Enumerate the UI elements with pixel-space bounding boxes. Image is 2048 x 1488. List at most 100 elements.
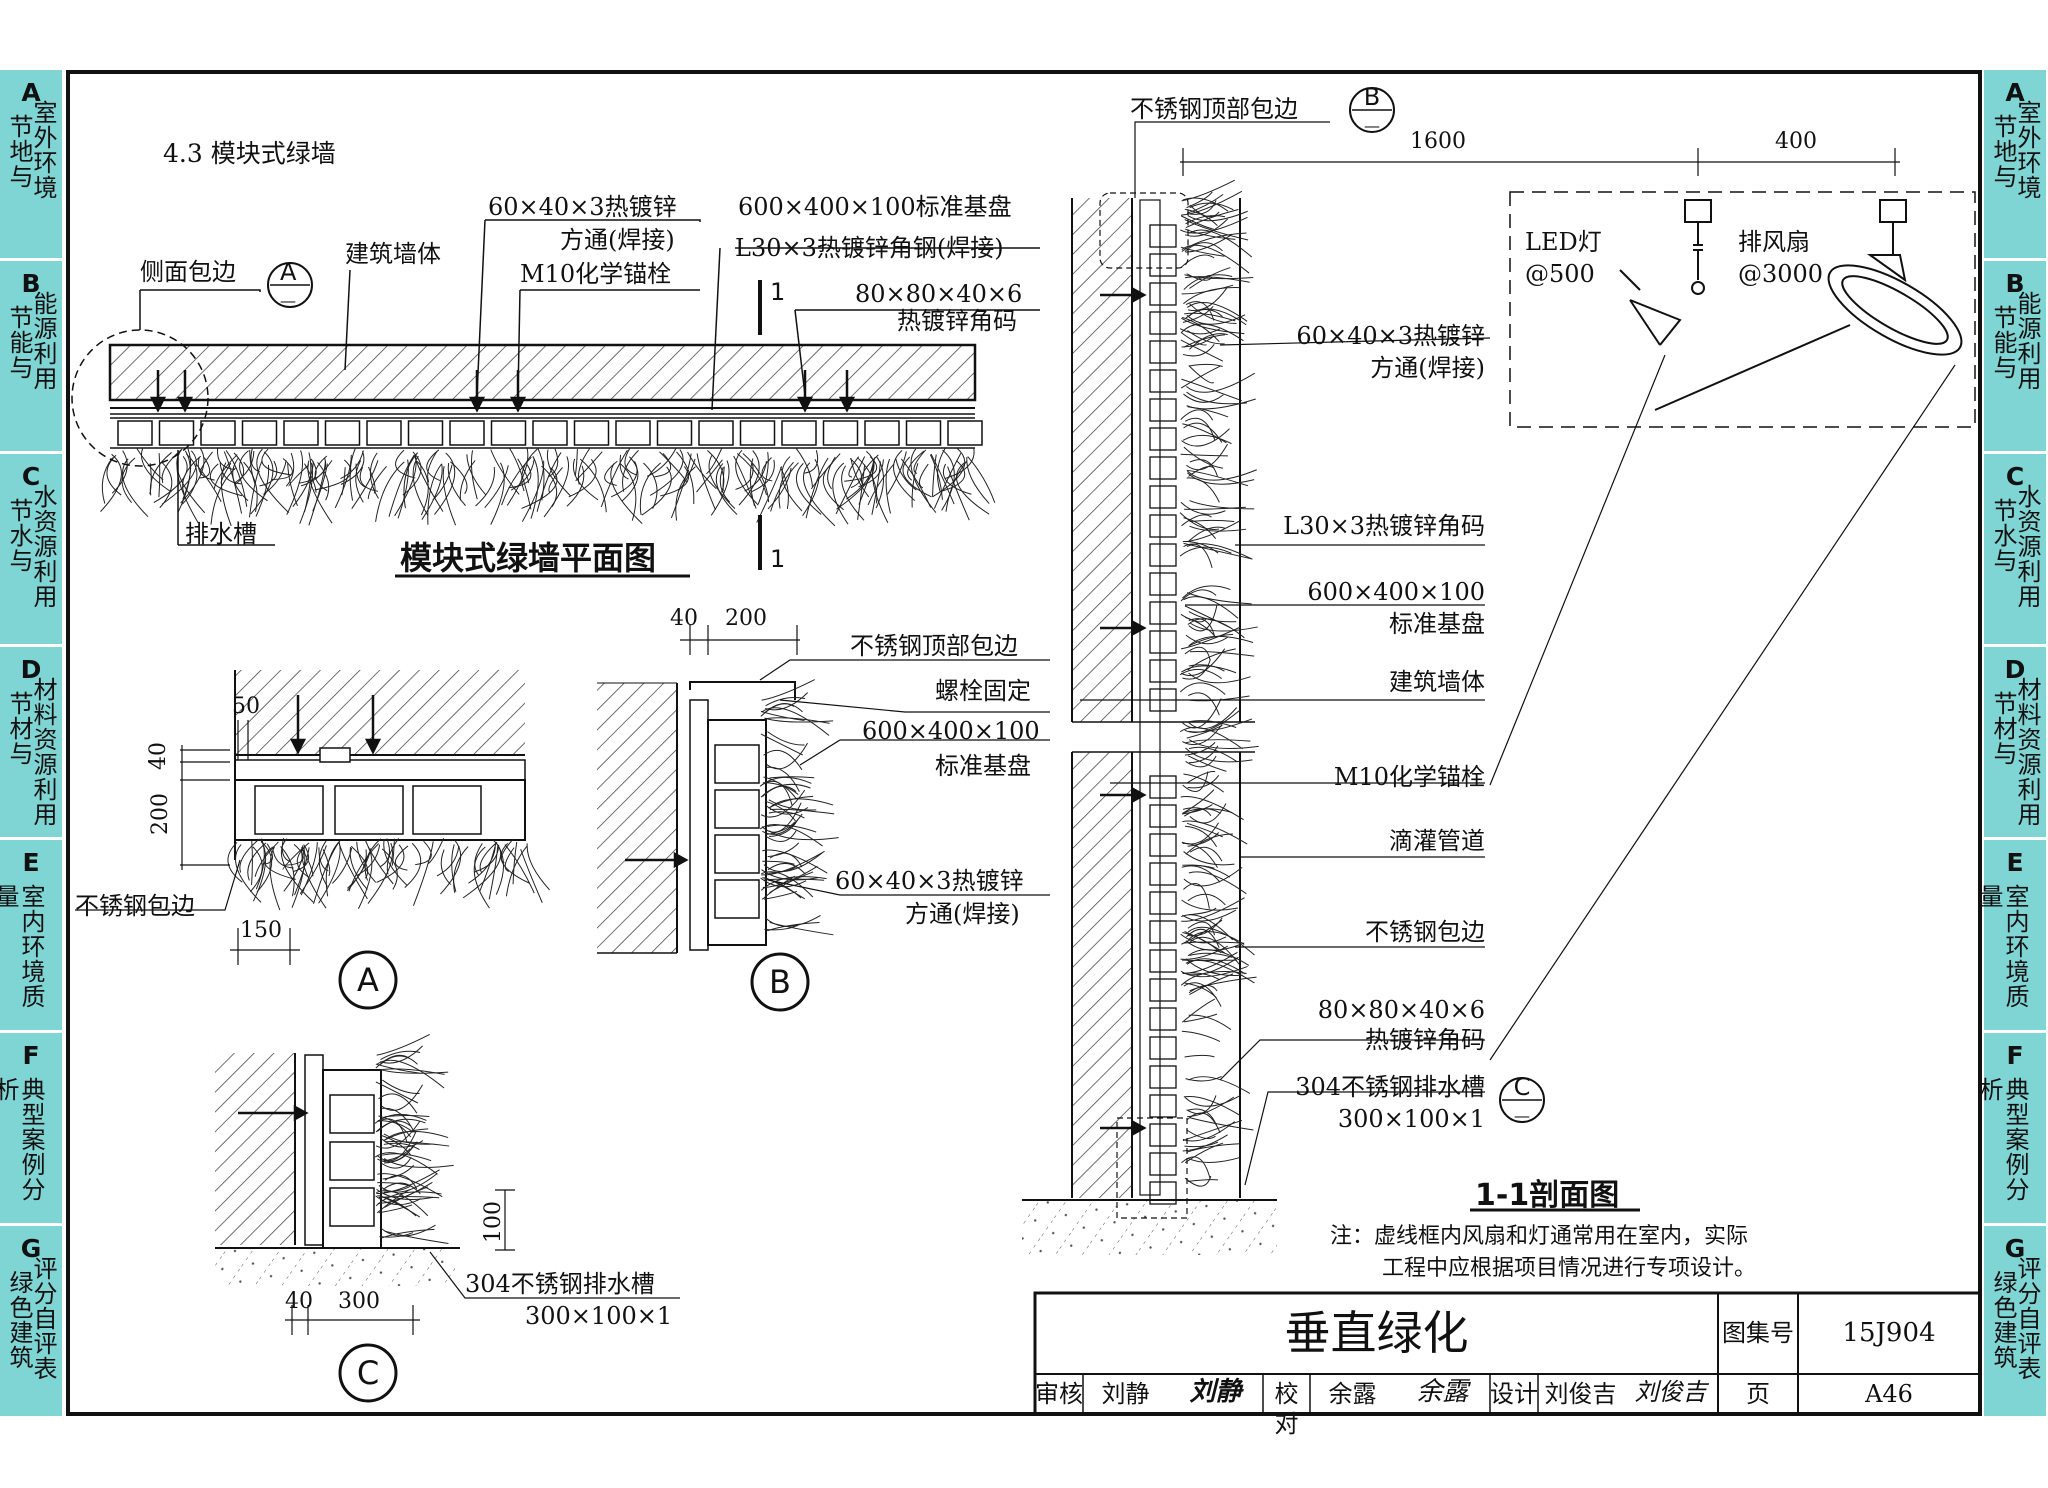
grass-blade xyxy=(760,876,827,891)
checker-name: 余露 xyxy=(1328,1380,1377,1408)
side-tab-g[interactable]: G 绿色建筑 评分自评表 xyxy=(0,1226,62,1419)
grass-blade xyxy=(382,1164,415,1180)
grass-blade xyxy=(1181,865,1221,883)
grass-blade xyxy=(763,890,798,900)
grass-blade xyxy=(764,924,799,931)
grass-blade xyxy=(227,841,243,883)
label-b-top-edge: 不锈钢顶部包边 xyxy=(850,632,1018,660)
side-tab-d[interactable]: D 节材与 材料资源利用 xyxy=(0,647,62,840)
grass-blade xyxy=(351,460,379,509)
grass-blade xyxy=(761,850,825,876)
grass-blade xyxy=(459,460,476,501)
grass-blade xyxy=(1180,365,1221,389)
grass-blade xyxy=(136,448,164,481)
label-wall: 建筑墙体 xyxy=(345,240,441,268)
grass-blade xyxy=(375,1120,421,1149)
grass-blade xyxy=(436,845,460,877)
grass-blade xyxy=(1179,668,1222,679)
grass-blade xyxy=(767,824,817,833)
grass-blade xyxy=(427,463,443,525)
tab-letter: E xyxy=(2006,848,2024,877)
grass-blade xyxy=(402,451,422,496)
grass-blade xyxy=(1181,698,1222,729)
grass-blade xyxy=(500,843,530,884)
section-cell xyxy=(1149,601,1177,625)
side-tab-a[interactable]: A 节地与 室外环境 xyxy=(0,70,62,261)
side-tab-b[interactable]: B 节能与 能源利用 xyxy=(0,261,62,454)
grass-blade xyxy=(1189,200,1217,215)
grass-blade xyxy=(766,766,800,792)
grass-blade xyxy=(378,1093,418,1114)
grass-blade xyxy=(619,462,637,521)
grass-blade xyxy=(1181,323,1244,342)
sec-led-spacing: @500 xyxy=(1525,260,1595,288)
grass-blade xyxy=(1186,191,1213,209)
plan-module xyxy=(615,420,651,446)
grass-blade xyxy=(575,451,603,482)
section-cell xyxy=(1149,775,1177,799)
grass-blade xyxy=(956,462,990,515)
grass-blade xyxy=(779,467,789,510)
grass-blade xyxy=(1186,314,1246,325)
side-tab-b-right[interactable]: B 节能与 能源利用 xyxy=(1984,261,2046,454)
grass-blade xyxy=(325,840,341,897)
grass-blade xyxy=(468,846,496,884)
grass-blade xyxy=(1181,244,1250,274)
grass-blade xyxy=(488,846,499,900)
grass-blade xyxy=(377,1195,417,1217)
grass-blade xyxy=(1189,500,1255,510)
grass-blade xyxy=(764,717,834,723)
grass-blade xyxy=(736,453,767,496)
grass-blade xyxy=(313,841,340,905)
grass-blade xyxy=(349,447,356,501)
sec-label-top-edge: 不锈钢顶部包边 xyxy=(1130,95,1298,123)
side-tab-d-right[interactable]: D 节材与 材料资源利用 xyxy=(1984,647,2046,840)
tab-letter: B xyxy=(2005,269,2025,298)
dim-c-40: 40 xyxy=(285,1289,313,1314)
side-tab-c[interactable]: C 节水与 水资源利用 xyxy=(0,454,62,647)
atlas-label: 图集号 xyxy=(1722,1319,1794,1347)
grass-blade xyxy=(1180,589,1217,602)
grass-blade xyxy=(158,453,161,498)
grass-blade xyxy=(1181,514,1212,527)
side-tab-a-right[interactable]: A 节地与 室外环境 xyxy=(1984,70,2046,261)
section-cell xyxy=(1149,891,1177,915)
grass-blade xyxy=(568,459,597,498)
grass-blade xyxy=(1181,804,1213,815)
grass-blade xyxy=(317,462,330,501)
grass-blade xyxy=(427,450,438,483)
grass-blade xyxy=(641,466,672,516)
grass-blade xyxy=(967,456,996,503)
grass-blade xyxy=(902,456,932,498)
grass-blade xyxy=(367,465,387,499)
side-tab-e-right[interactable]: E 室内环境质量 xyxy=(1975,840,2046,1033)
grass-blade xyxy=(453,846,469,893)
grass-blade xyxy=(1182,316,1220,343)
grass-blade xyxy=(543,456,570,518)
grass-blade xyxy=(941,449,955,511)
grass-blade xyxy=(1181,665,1237,674)
grass-blade xyxy=(225,450,248,507)
grass-blade xyxy=(1183,866,1243,887)
grass-blade xyxy=(1185,940,1241,951)
side-tab-e[interactable]: E 室内环境质量 xyxy=(0,840,62,1033)
tab-text-2: 室外环境 xyxy=(2013,100,2041,200)
grass-blade xyxy=(380,1157,412,1169)
grass-blade xyxy=(500,838,514,864)
grass-blade xyxy=(512,841,518,885)
grass-blade xyxy=(795,448,813,487)
grass-blade xyxy=(1186,822,1224,838)
grass-blade xyxy=(223,451,243,514)
grass-blade xyxy=(622,450,639,492)
grass-blade xyxy=(1185,958,1243,976)
grass-blade xyxy=(255,464,270,517)
side-tab-c-right[interactable]: C 节水与 水资源利用 xyxy=(1984,454,2046,647)
side-tab-f[interactable]: F 典型案例分析 xyxy=(0,1033,62,1226)
grass-blade xyxy=(447,462,466,506)
grass-blade xyxy=(1189,267,1231,289)
sec-label-panel: 600×400×100 xyxy=(1307,578,1485,606)
grass-blade xyxy=(299,845,327,895)
side-tab-g-right[interactable]: G 绿色建筑 评分自评表 xyxy=(1984,1226,2046,1419)
grass-blade xyxy=(314,459,352,491)
tab-text-2: 能源利用 xyxy=(29,291,57,391)
